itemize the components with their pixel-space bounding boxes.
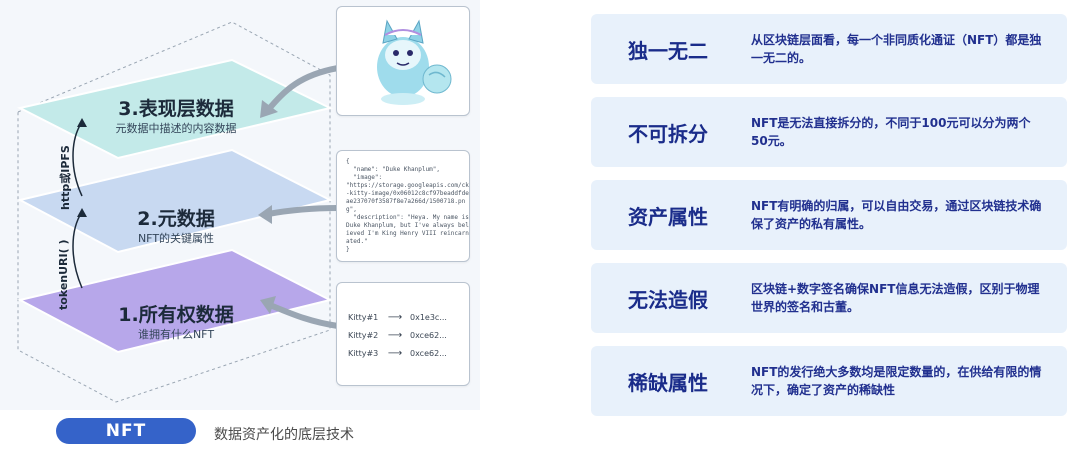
link-label-http-ipfs: http或IPFS (59, 145, 72, 210)
layer-ownership-shape (17, 248, 333, 354)
nft-layer-diagram: { "name": "Duke Khanplum", "image": "htt… (0, 0, 480, 410)
feature-card: 不可拆分 NFT是无法直接拆分的，不同于100元可以分为两个50元。 (591, 97, 1067, 167)
feature-card: 独一无二 从区块链层面看，每一个非同质化通证（NFT）都是独一无二的。 (591, 14, 1067, 84)
cryptokitty-image (377, 19, 452, 105)
layer-presentation-subtitle: 元数据中描述的内容数据 (115, 122, 237, 135)
ownership-callout (336, 282, 470, 386)
arrow-icon: ⟶ (387, 311, 403, 323)
feature-title: 资产属性 (628, 204, 708, 229)
layer-presentation-title: 3.表现层数据 (118, 98, 234, 120)
layer-presentation-shape (17, 58, 333, 160)
owner-address: 0xce62... (410, 330, 447, 340)
diagram-graphics (17, 21, 341, 403)
caption-text: 数据资产化的底层技术 (214, 427, 354, 443)
layer-metadata-subtitle: NFT的关键属性 (137, 232, 215, 245)
callout-arrow-head-icon (260, 100, 278, 118)
layer-metadata-title: 2.元数据 (137, 208, 215, 230)
arrow-icon: ⟶ (387, 347, 403, 359)
feature-description: NFT的发行绝大多数均是限定数量的，在供给有限的情况下，确定了资产的稀缺性 (751, 365, 1042, 397)
kitty-name: Kitty#1 (348, 312, 379, 322)
feature-description: 区块链+数字签名确保NFT信息无法造假，区别于物理世界的签名和古董。 (751, 282, 1040, 314)
ownership-row: Kitty#3 ⟶ 0xce62... (348, 346, 458, 360)
arrow-icon (72, 211, 83, 289)
owner-address: 0xce62... (410, 348, 447, 358)
owner-address: 0x1e3c... (410, 312, 447, 322)
arrow-head-icon (77, 118, 87, 127)
feature-description: 从区块链层面看，每一个非同质化通证（NFT）都是独一无二的。 (751, 33, 1042, 65)
nft-badge: NFT (56, 418, 196, 444)
presentation-callout (336, 6, 470, 116)
ownership-row: Kitty#1 ⟶ 0x1e3c... (348, 310, 458, 324)
ownership-row: Kitty#2 ⟶ 0xce62... (348, 328, 458, 342)
callout-arrow-head-icon (258, 205, 272, 224)
arrow-icon: ⟶ (387, 329, 403, 341)
feature-title: 独一无二 (628, 38, 708, 63)
metadata-callout (336, 150, 470, 262)
metadata-json: { "name": "Duke Khanplum", "image": "htt… (346, 158, 469, 253)
feature-card: 稀缺属性 NFT的发行绝大多数均是限定数量的，在供给有限的情况下，确定了资产的稀… (591, 346, 1067, 416)
kitty-name: Kitty#2 (348, 330, 379, 340)
link-label-tokenuri: tokenURI( ) (57, 239, 70, 310)
layer-ownership-title: 1.所有权数据 (118, 304, 234, 326)
arrow-icon (72, 121, 83, 197)
callout-arrow-head-icon (260, 296, 276, 314)
feature-title: 无法造假 (628, 287, 708, 312)
feature-description: NFT是无法直接拆分的，不同于100元可以分为两个50元。 (751, 116, 1031, 148)
feature-card: 无法造假 区块链+数字签名确保NFT信息无法造假，区别于物理世界的签名和古董。 (591, 263, 1067, 333)
layer-ownership-subtitle: 谁拥有什么NFT (137, 328, 215, 341)
feature-title: 不可拆分 (628, 121, 708, 146)
callout-arrow-icon (267, 302, 341, 329)
feature-title: 稀缺属性 (628, 370, 708, 395)
callout-arrow-icon (265, 65, 341, 113)
callout-arrow-icon (265, 205, 341, 217)
arrow-head-icon (77, 208, 87, 217)
feature-card: 资产属性 NFT有明确的归属，可以自由交易，通过区块链技术确保了资产的私有属性。 (591, 180, 1067, 250)
feature-description: NFT有明确的归属，可以自由交易，通过区块链技术确保了资产的私有属性。 (751, 199, 1042, 231)
layer-metadata-shape (17, 148, 333, 254)
kitty-name: Kitty#3 (348, 348, 379, 358)
